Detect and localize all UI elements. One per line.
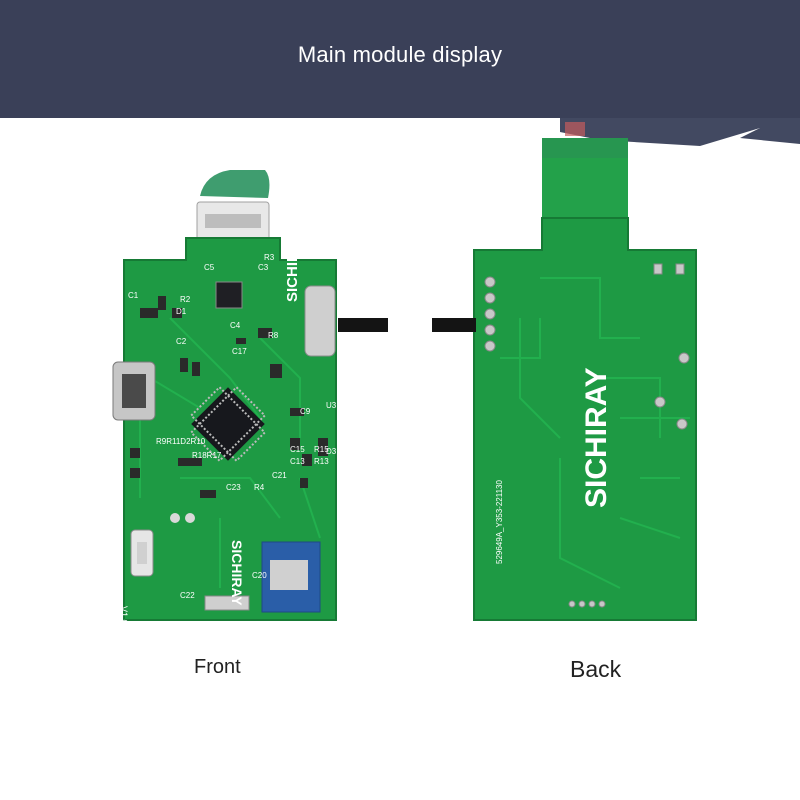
svg-text:U3: U3 [326,401,337,410]
page-title: Main module display [297,42,503,67]
chip-u2 [215,281,243,309]
back-board: SICHIRAY 529649A_Y353-221130 [432,138,697,621]
back-silkscreen-code: 529649A_Y353-221130 [495,480,504,564]
svg-text:C4: C4 [230,321,241,330]
svg-text:R4: R4 [254,483,265,492]
svg-text:C20: C20 [252,571,267,580]
svg-text:C13: C13 [290,457,305,466]
front-caption: Front [194,656,241,678]
header-banner: Main module display [0,0,800,118]
header-pins [204,595,250,611]
front-brand-mark-lower: SICHIRAY [229,540,245,606]
front-version: V1.0 [119,606,129,625]
flex-ribbon [200,170,270,198]
svg-text:R13: R13 [314,457,329,466]
svg-text:C9: C9 [300,407,311,416]
back-caption: Back [570,656,622,682]
svg-text:C15: C15 [290,445,305,454]
svg-text:C22: C22 [180,591,195,600]
svg-text:C23: C23 [226,483,241,492]
svg-text:C3: C3 [258,263,269,272]
back-pcb [473,217,697,621]
cable-stub-back [432,318,476,332]
svg-text:R18R17: R18R17 [192,451,222,460]
svg-text:C5: C5 [204,263,215,272]
cable-stub-front [338,318,388,332]
svg-text:R3: R3 [264,253,275,262]
svg-text:R9R11D2R10: R9R11D2R10 [156,437,206,446]
svg-text:R2: R2 [180,295,191,304]
svg-text:C2: C2 [176,337,187,346]
front-brand-mark: SICHIRAY [284,232,301,302]
crystal-oscillator [304,285,336,357]
front-board: SICHIRAY SICHIRAY V1.0 C1 C5 C3 R3 R2 D1… [112,170,388,625]
product-photo: SICHIRAY SICHIRAY V1.0 C1 C5 C3 R3 R2 D1… [112,118,800,625]
mcu-chip [189,385,267,463]
flex-cable-tab [565,122,585,136]
svg-text:D3: D3 [326,447,337,456]
svg-text:R15: R15 [314,445,329,454]
svg-text:C21: C21 [272,471,287,480]
svg-text:R8: R8 [268,331,279,340]
svg-text:D1: D1 [176,307,187,316]
back-brand-mark: SICHIRAY [580,367,613,508]
svg-text:C1: C1 [128,291,139,300]
svg-text:C17: C17 [232,347,247,356]
